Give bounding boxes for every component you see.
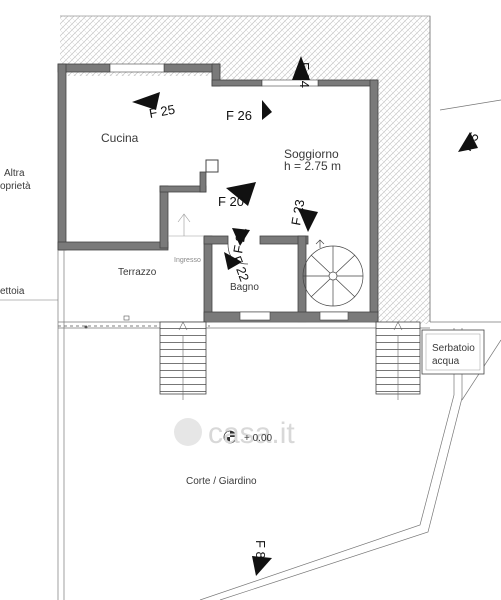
label-living: Soggiorno — [284, 147, 339, 161]
entrance-door — [168, 213, 204, 237]
label-other-property-1: Altra — [4, 168, 25, 179]
label-tank-2: acqua — [432, 356, 460, 367]
arrow-f22-icon — [224, 252, 242, 270]
arrow-f23-icon — [298, 208, 318, 232]
view-arrows — [132, 56, 478, 576]
label-f25: F 25 — [148, 102, 176, 121]
water-tank — [421, 329, 485, 375]
label-kitchen: Cucina — [101, 131, 139, 145]
elevation-marker — [223, 430, 237, 444]
arrow-f24-icon — [292, 56, 310, 80]
arrow-f21-icon — [232, 228, 250, 246]
fixture-square — [205, 159, 219, 173]
spiral-staircase — [302, 239, 364, 307]
arrow-f26-icon — [262, 100, 272, 120]
exterior-stairs-right — [375, 321, 421, 400]
label-tank-1: Serbatoio — [432, 343, 475, 354]
arrow-f8-icon — [252, 556, 272, 576]
arrow-f25-icon — [132, 92, 160, 110]
label-terrace: Terrazzo — [118, 267, 157, 278]
label-f21: F 21 — [230, 226, 249, 254]
label-f24: F 24 — [297, 62, 312, 88]
watermark: casa.it — [174, 417, 295, 450]
label-elevation: + 0.00 — [244, 433, 273, 444]
label-f23: F 23 — [288, 198, 307, 226]
label-f26: F 26 — [226, 108, 252, 123]
watermark-text: casa.it — [208, 417, 295, 450]
label-courtyard: Corte / Giardino — [186, 476, 257, 487]
label-living-height: h = 2.75 m — [284, 159, 341, 173]
label-other-property-2: oprietà — [0, 181, 31, 192]
arrow-f5-icon — [458, 132, 478, 152]
windows — [109, 63, 349, 321]
label-entrance: Ingresso — [174, 257, 201, 264]
label-f22: F 22 — [229, 254, 252, 284]
exterior-stairs-left — [159, 321, 207, 400]
courtyard-boundary — [57, 16, 501, 600]
building-walls — [57, 63, 379, 323]
label-canopy: ettoia — [0, 286, 25, 297]
arrow-f20-icon — [226, 182, 256, 206]
label-bathroom: Bagno — [230, 282, 259, 293]
label-f8: F 8 — [253, 540, 268, 559]
label-f20: F 20 — [218, 194, 244, 209]
